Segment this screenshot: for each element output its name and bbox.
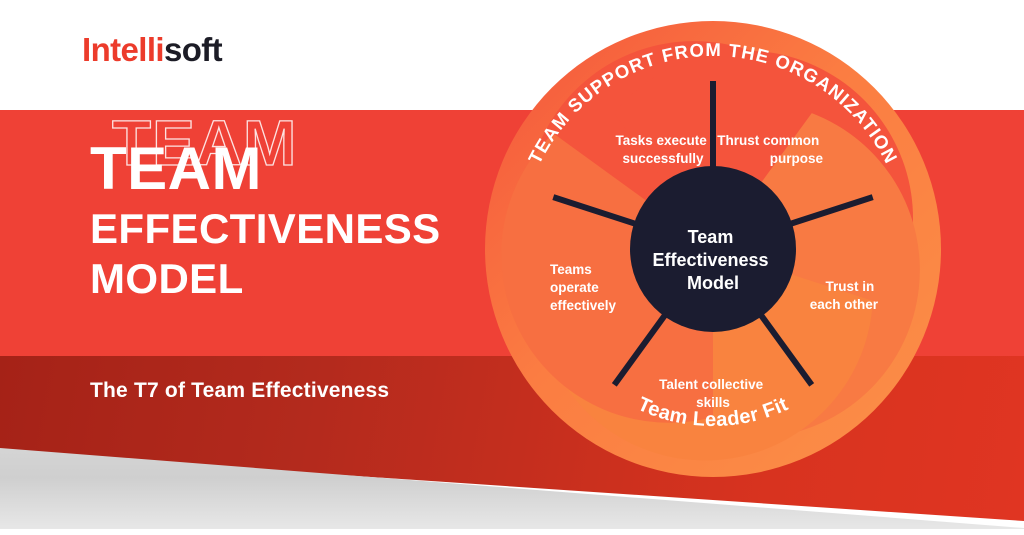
page-title-line-3: MODEL — [90, 254, 244, 302]
page-subtitle: The T7 of Team Effectiveness — [90, 379, 390, 402]
segment-label-teams: Teams operate effectively — [550, 262, 617, 313]
background-band-white — [0, 529, 1024, 535]
logo-text-secondary: soft — [163, 31, 223, 68]
wheel-center-hub[interactable] — [630, 166, 796, 332]
team-effectiveness-wheel: TEAM SUPPORT FROM THE ORGANIZATION Team … — [478, 14, 944, 484]
segment-label-thrust: Thrust common purpose — [717, 133, 823, 166]
wheel-segment-labels: Tasks execute successfully Thrust common… — [550, 133, 879, 410]
hero-headline: TEAM TEAM EFFECTIVENESS MODEL — [90, 110, 510, 302]
page-title-line-1: TEAM — [90, 135, 262, 202]
brand-logo: Intellisoft — [82, 31, 223, 68]
wheel-center-label: Team Effectiveness Model — [652, 227, 773, 293]
logo-text-primary: Intelli — [82, 31, 165, 68]
segment-label-tasks: Tasks execute successfully — [615, 133, 710, 166]
wheel-segment-teams[interactable] — [501, 133, 713, 423]
segment-label-trust: Trust in each other — [810, 279, 879, 312]
page-title-line-2: EFFECTIVENESS — [90, 205, 441, 252]
segment-label-talent: Talent collective skills — [659, 377, 767, 410]
